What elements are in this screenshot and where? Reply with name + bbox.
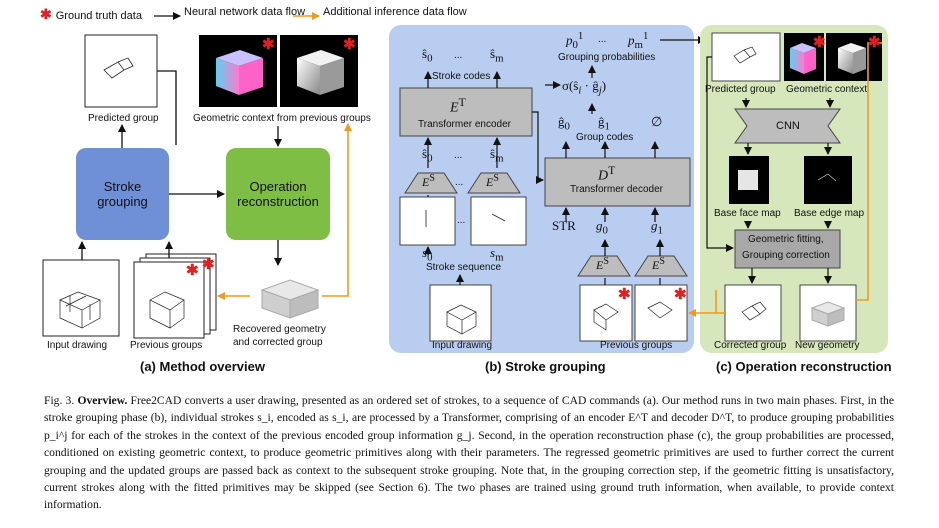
b-s0-code: ŝ0 <box>422 46 433 65</box>
legend-nn-flow: Neural network data flow <box>184 6 306 18</box>
a-previous-groups-label: Previous groups <box>130 340 203 351</box>
geometric-fitting-box <box>734 229 841 269</box>
b-input-drawing-box <box>429 284 492 342</box>
c-predicted-group-box <box>711 32 781 82</box>
a-predicted-group-label: Predicted group <box>88 113 159 124</box>
red-star-icon: ✱ <box>40 6 52 22</box>
c-new-geometry-label: New geometry <box>795 340 860 351</box>
base-edge-map-img <box>804 156 852 204</box>
red-star-icon: ✱ <box>343 36 356 53</box>
c-cnn-label: CNN <box>776 120 800 132</box>
panel-b-title: (b) Stroke grouping <box>485 359 606 374</box>
caption-label: Fig. 3. <box>44 394 75 407</box>
b-str-token: STR <box>552 218 576 233</box>
b-DT: DT <box>598 164 616 184</box>
c-fitting-line1: Geometric fitting, <box>748 234 824 245</box>
b-sigma: σ(ŝi · ĝj) <box>562 78 607 97</box>
figure-caption: Fig. 3. Overview. Free2CAD converts a us… <box>44 392 894 514</box>
c-base-edge-label: Base edge map <box>794 208 865 219</box>
b-input-drawing-label: Input drawing <box>432 340 493 351</box>
cnn-box <box>734 108 841 144</box>
legend-additional-flow: Additional inference data flow <box>323 6 467 18</box>
caption-text: Free2CAD converts a user drawing, presen… <box>44 394 894 512</box>
a-predicted-sketch <box>103 57 134 79</box>
b-decoder-label: Transformer decoder <box>570 184 663 195</box>
red-star-icon: ✱ <box>813 34 826 51</box>
c-predicted-group-label: Predicted group <box>705 84 776 95</box>
transformer-decoder-box <box>544 157 691 207</box>
b-pm: pm1 <box>628 30 649 51</box>
panel-a-title: (a) Method overview <box>140 359 265 374</box>
a-predicted-group-box <box>84 34 158 108</box>
b-stroke-codes-label: Stroke codes <box>432 71 491 82</box>
b-stroke-sequence-label: Stroke sequence <box>426 262 502 273</box>
stroke-encoder-m <box>467 172 521 194</box>
red-star-icon: ✱ <box>868 34 881 51</box>
a-prev-group-front <box>133 261 205 339</box>
c-corrected-group-label: Corrected group <box>714 340 787 351</box>
panel-c-title: (c) Operation reconstruction <box>716 359 892 374</box>
stroke-grouping-box <box>76 148 169 240</box>
red-star-icon: ✱ <box>202 256 215 273</box>
caption-bold: Overview. <box>77 394 128 407</box>
a-geo-context-label: Geometric context from previous groups <box>193 113 371 124</box>
group-encoder-1 <box>634 255 688 277</box>
red-star-icon: ✱ <box>186 262 199 279</box>
c-base-face-label: Base face map <box>714 208 781 219</box>
b-encoder-label: Transformer encoder <box>418 119 511 130</box>
a-recovered-line2: and corrected group <box>233 337 323 348</box>
red-star-icon: ✱ <box>674 286 687 303</box>
legend-ground-truth: ✱Ground truth data <box>40 6 142 22</box>
a-recovered-line1: Recovered geometry <box>233 324 326 335</box>
b-dots: ... <box>454 50 463 61</box>
b-grouping-prob-label: Grouping probabilities <box>558 52 656 63</box>
stroke-encoder-0 <box>404 172 458 194</box>
operation-reconstruction-box <box>226 148 330 240</box>
b-ET: ET <box>450 96 466 116</box>
b-sm-code: ŝm <box>490 46 504 65</box>
a-input-drawing-box <box>42 259 120 337</box>
group-encoder-0 <box>577 255 631 277</box>
transformer-encoder-box <box>399 87 533 137</box>
c-fitting-line2: Grouping correction <box>742 250 830 261</box>
b-p0: p01 <box>566 30 584 51</box>
red-star-icon: ✱ <box>262 36 275 53</box>
red-star-icon: ✱ <box>618 286 631 303</box>
b-previous-groups-label: Previous groups <box>600 340 673 351</box>
a-input-drawing-label: Input drawing <box>47 340 108 351</box>
stroke-grouping-label: Stroke grouping <box>97 179 148 209</box>
b-group-codes-label: Group codes <box>576 132 634 143</box>
c-geometric-context-label: Geometric context <box>786 84 868 95</box>
operation-reconstruction-label: Operation reconstruction <box>237 179 319 209</box>
